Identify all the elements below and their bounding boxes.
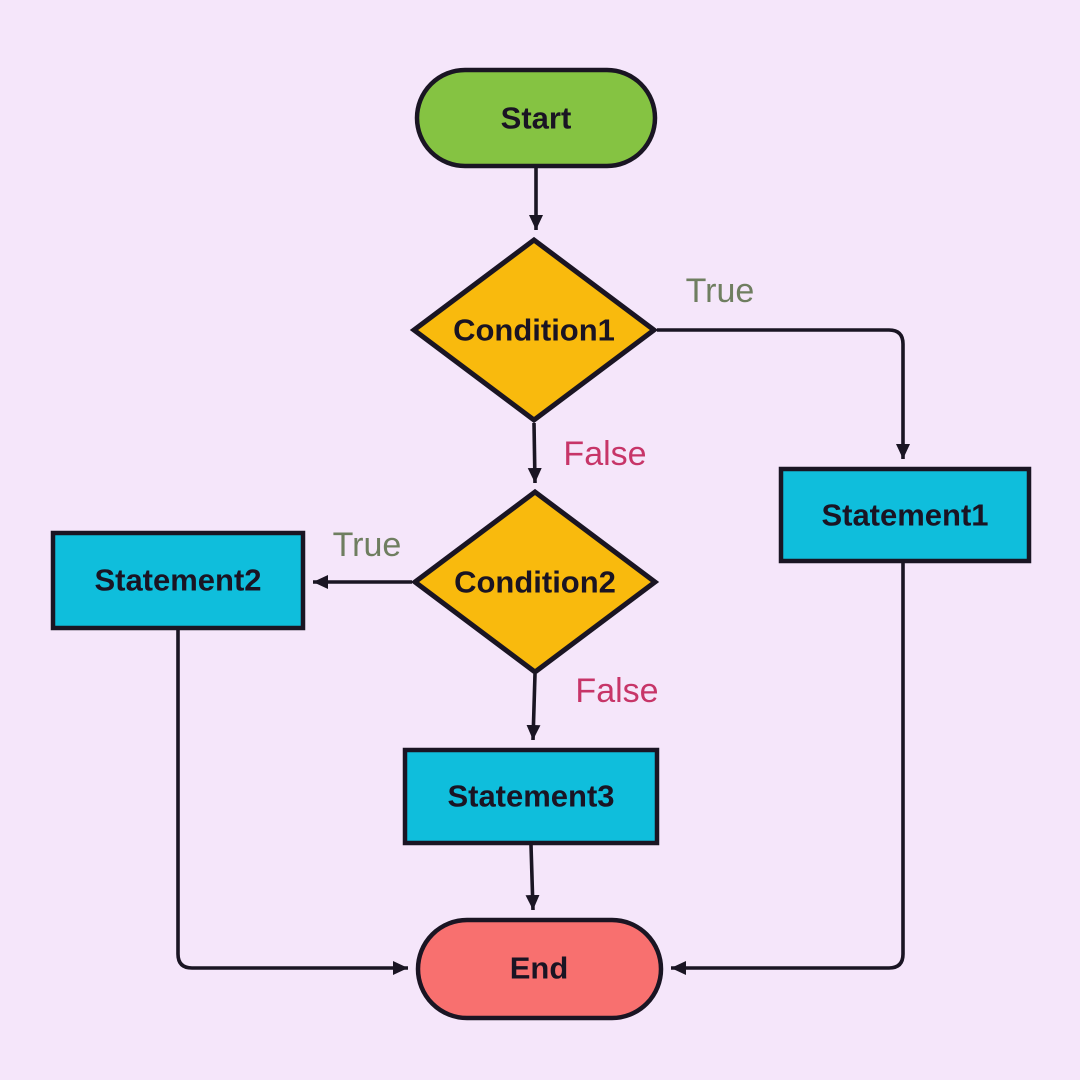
statement3-process-shape <box>402 747 660 846</box>
start-terminator-shape <box>414 67 658 169</box>
edge-condition2-false-to-statement3 <box>526 673 541 741</box>
node-statement2: Statement2 <box>50 530 306 631</box>
node-start: Start <box>414 67 658 169</box>
statement1-process-shape <box>778 466 1032 564</box>
node-statement3: Statement3 <box>402 747 660 846</box>
edge-condition1-true-to-statement1 <box>657 328 910 459</box>
edge-label-true-2: True <box>333 526 402 564</box>
statement2-label: Statement2 <box>94 563 261 598</box>
node-condition2: Condition2 <box>410 488 660 676</box>
edge-statement3-to-end <box>525 844 540 911</box>
edge-statement1-to-end <box>671 563 905 975</box>
end-label: End <box>510 951 569 986</box>
node-end: End <box>415 917 664 1021</box>
start-label: Start <box>501 101 572 136</box>
edge-label-true-1: True <box>686 272 755 310</box>
connectors <box>176 168 910 975</box>
edge-labels: True False True False <box>333 272 755 710</box>
statement1-label: Statement1 <box>821 498 988 533</box>
condition2-decision-shape <box>410 488 660 676</box>
statement3-label: Statement3 <box>447 779 614 814</box>
condition2-label: Condition2 <box>454 565 616 600</box>
edge-statement2-to-end <box>176 630 408 975</box>
edge-label-false-2: False <box>575 672 658 710</box>
edge-condition1-false-to-condition2 <box>527 422 542 484</box>
end-terminator-shape <box>415 917 664 1021</box>
edge-label-false-1: False <box>563 435 646 473</box>
node-condition1: Condition1 <box>409 236 659 424</box>
statement2-process-shape <box>50 530 306 631</box>
node-statement1: Statement1 <box>778 466 1032 564</box>
condition1-decision-shape <box>409 236 659 424</box>
condition1-label: Condition1 <box>453 313 615 348</box>
